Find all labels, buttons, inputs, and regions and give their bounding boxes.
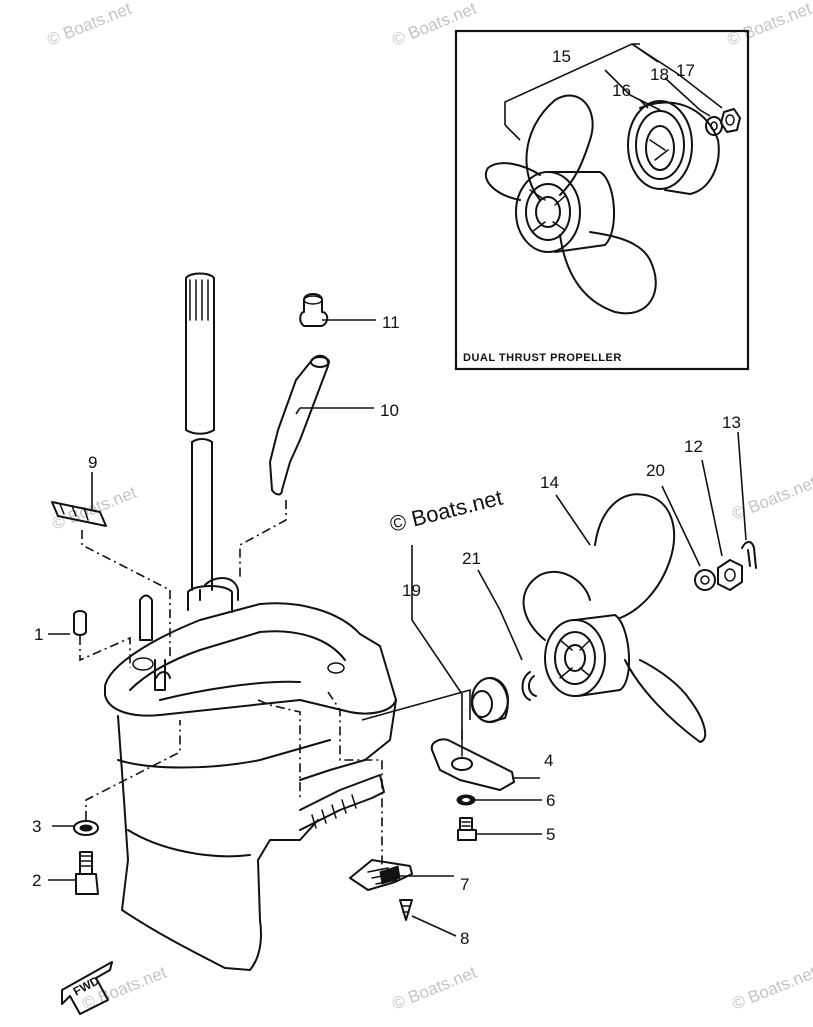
callout-11: 11 <box>382 313 400 332</box>
spacer <box>521 671 537 701</box>
screw-8 <box>399 899 413 921</box>
water-tube <box>269 354 330 496</box>
callout-15: 15 <box>552 47 571 66</box>
bolt-2 <box>75 851 99 895</box>
callouts: 1 2 3 4 5 6 7 8 9 10 11 12 13 14 19 20 2… <box>32 313 741 948</box>
leader-lines <box>48 319 747 937</box>
cotter-pin <box>741 541 757 569</box>
washer <box>694 569 716 591</box>
clip-9 <box>51 501 107 527</box>
callout-5: 5 <box>546 825 555 844</box>
inset-propeller <box>485 94 657 315</box>
callout-19: 19 <box>402 581 421 600</box>
grommet <box>299 293 329 327</box>
callout-6: 6 <box>546 791 555 810</box>
inset-title: DUAL THRUST PROPELLER <box>463 352 622 364</box>
callout-13: 13 <box>722 413 741 432</box>
thrust-washer <box>471 677 509 723</box>
inset-thrust-hub <box>627 100 720 195</box>
propeller <box>522 493 707 743</box>
lower-gear-case <box>104 585 397 971</box>
watermark: © Boats.net <box>49 483 139 534</box>
callout-9: 9 <box>88 453 97 472</box>
callout-14: 14 <box>540 473 559 492</box>
callout-7: 7 <box>460 875 469 894</box>
dowel-pin <box>73 610 87 636</box>
inset-nut <box>720 108 741 133</box>
watermark: © Boats.net <box>389 963 479 1014</box>
bolt-5 <box>457 817 477 841</box>
callout-10: 10 <box>380 401 399 420</box>
watermark: © Boats.net <box>724 0 813 50</box>
inset-frame <box>454 29 750 371</box>
callout-8: 8 <box>460 929 469 948</box>
callout-12: 12 <box>684 437 703 456</box>
callout-16: 16 <box>612 81 631 100</box>
watermark: © Boats.net <box>729 963 813 1014</box>
propeller-nut <box>717 559 743 591</box>
callout-21: 21 <box>462 549 481 568</box>
callout-20: 20 <box>646 461 665 480</box>
callout-17: 17 <box>676 61 695 80</box>
trim-tab-cover <box>349 859 413 891</box>
callout-3: 3 <box>32 817 41 836</box>
dual-thrust-propeller-inset: DUAL THRUST PROPELLER <box>454 29 750 371</box>
watermark: © Boats.net <box>44 0 134 50</box>
callout-2: 2 <box>32 871 41 890</box>
washer-3 <box>73 820 99 836</box>
drive-shaft <box>185 272 239 601</box>
anode-plate <box>430 729 515 791</box>
callout-4: 4 <box>544 751 553 770</box>
watermark: © Boats.net <box>389 0 479 50</box>
callout-18: 18 <box>650 65 669 84</box>
callout-1: 1 <box>34 625 43 644</box>
watermark-center: © Boats.net <box>387 485 505 537</box>
